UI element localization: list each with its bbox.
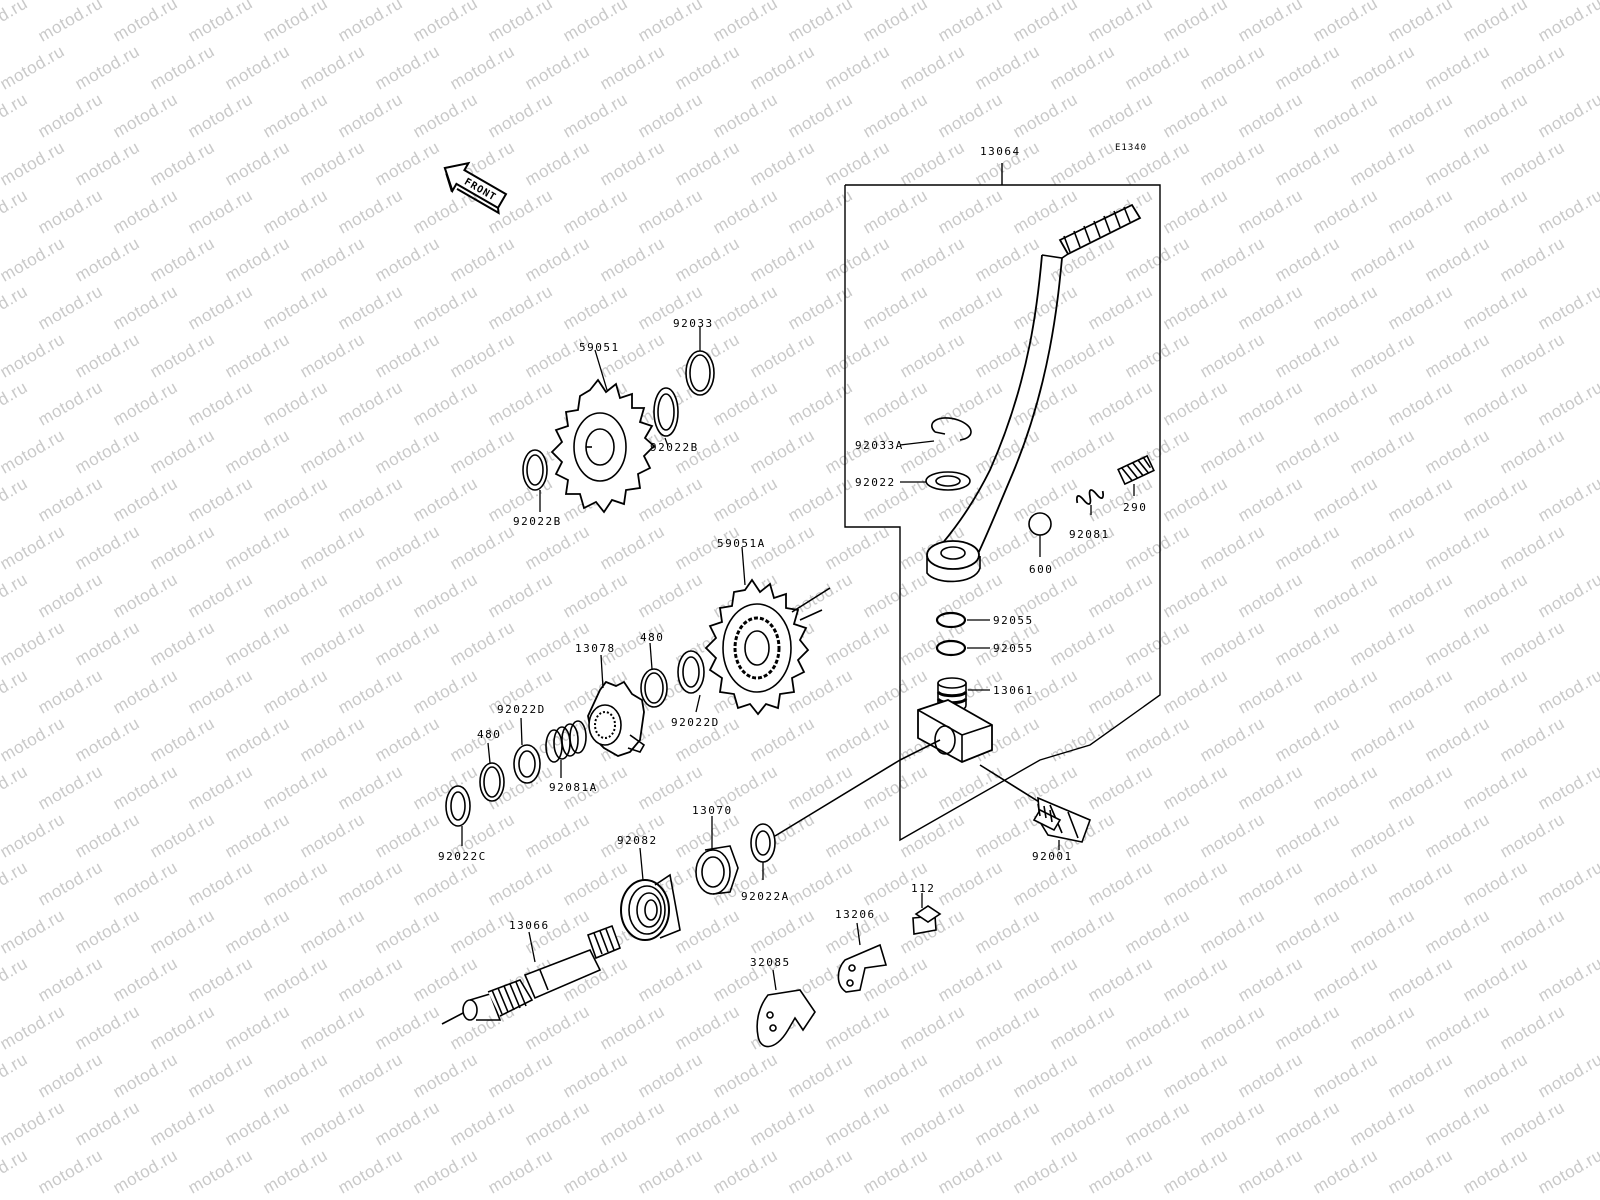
circlip-92033	[685, 350, 715, 396]
label-480-lower: 480	[477, 728, 501, 741]
label-92022D-upper: 92022D	[671, 716, 720, 729]
label-59051A: 59051A	[717, 537, 766, 550]
plate-13206	[837, 943, 888, 993]
label-32085: 32085	[750, 956, 791, 969]
label-13066: 13066	[509, 919, 550, 932]
label-290: 290	[1123, 501, 1147, 514]
washer-92022D-lower	[513, 744, 541, 784]
label-92022A: 92022A	[741, 890, 790, 903]
label-59051: 59051	[579, 341, 620, 354]
axis-line-92022A	[774, 759, 901, 837]
label-92022B-left: 92022B	[513, 515, 562, 528]
label-13061: 13061	[993, 684, 1034, 697]
kick-shaft-13066	[441, 924, 622, 1025]
bolt-112	[912, 905, 942, 935]
label-92001: 92001	[1032, 850, 1073, 863]
label-92022: 92022	[855, 476, 896, 489]
washer-92022B-right	[653, 387, 679, 437]
label-13070: 13070	[692, 804, 733, 817]
front-arrow: FRONT	[443, 161, 508, 215]
label-92022C: 92022C	[438, 850, 487, 863]
label-92055-top: 92055	[993, 614, 1034, 627]
label-92033A: 92033A	[855, 439, 904, 452]
label-13078: 13078	[575, 642, 616, 655]
part-labels: 13064 59051 92033 92022B 92022B 92033A 9…	[438, 145, 1147, 969]
washer-92022A	[750, 823, 776, 863]
washer-92022B-left	[522, 449, 548, 491]
label-92081A: 92081A	[549, 781, 598, 794]
spring-290	[1117, 454, 1155, 486]
label-92081: 92081	[1069, 528, 1110, 541]
gear-59051	[550, 378, 656, 514]
oring-92055-bottom	[935, 639, 967, 657]
ball-600	[1028, 512, 1052, 536]
label-92022B-right: 92022B	[650, 441, 699, 454]
kick-pedal-lever	[926, 203, 1142, 583]
torsion-spring-92082	[620, 873, 681, 941]
label-92022D-lower: 92022D	[497, 703, 546, 716]
washer-92022C	[445, 785, 471, 827]
ratchet-13078	[587, 680, 646, 757]
oring-92055-top	[935, 611, 967, 629]
spring-92081	[1076, 489, 1104, 505]
label-13206: 13206	[835, 908, 876, 921]
group-bracket	[844, 163, 1161, 842]
label-92055-bottom: 92055	[993, 642, 1034, 655]
washer-92022	[925, 471, 971, 491]
circlip-92033A	[931, 417, 972, 441]
label-600: 600	[1029, 563, 1053, 576]
gear-59051A	[704, 578, 831, 716]
leader-lines	[461, 327, 1135, 991]
label-480-upper: 480	[640, 631, 664, 644]
label-13064: 13064	[980, 145, 1021, 158]
lever-boss-13061	[899, 677, 993, 763]
collar-13070	[695, 845, 739, 895]
label-92082: 92082	[617, 834, 658, 847]
label-92033: 92033	[673, 317, 714, 330]
circlip-480-lower	[479, 762, 505, 802]
spring-92081A	[545, 720, 587, 763]
guide-32085	[756, 989, 816, 1048]
bolt-92001	[979, 764, 1092, 843]
diagram-ref: E1340	[1115, 143, 1147, 153]
label-112: 112	[911, 882, 935, 895]
washer-92022D-upper	[677, 650, 705, 694]
circlip-480-upper	[640, 668, 668, 708]
